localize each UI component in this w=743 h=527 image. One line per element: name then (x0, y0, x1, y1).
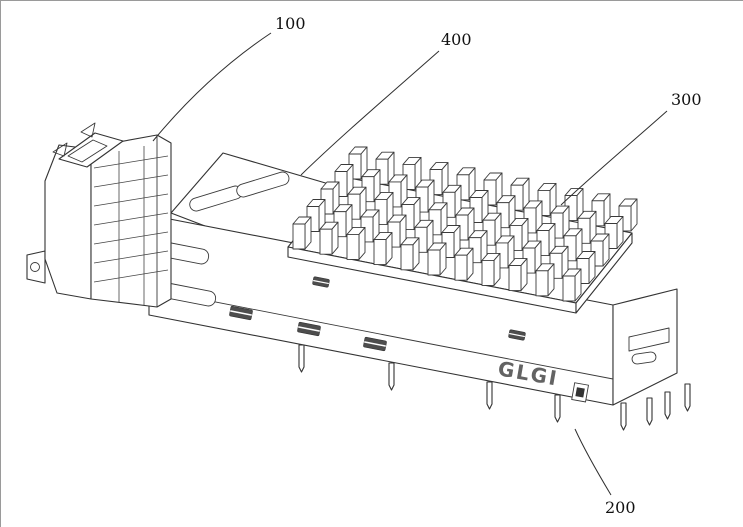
cage-right-flange (628, 327, 670, 352)
heatsink-pin-front (292, 223, 306, 250)
leader-line-200 (574, 428, 612, 496)
vent-slots (229, 276, 526, 352)
mounting-leg (664, 391, 671, 420)
heatsink-pin-front (481, 259, 495, 286)
mounting-legs-right (620, 383, 691, 431)
plug-top-window (58, 132, 124, 168)
leader-line-100 (152, 32, 272, 142)
heatsink-pin-front (508, 265, 522, 292)
ref-label-300: 300 (671, 90, 702, 109)
leader-lines (152, 32, 668, 496)
heatsink-pin-front (535, 270, 549, 297)
heatsink-pin-front (427, 249, 441, 276)
cage-skirt-edge (148, 288, 614, 380)
heatsink-clip (189, 171, 290, 212)
heatsink-pin-front (562, 275, 576, 302)
clip-loop (236, 171, 290, 198)
reference-labels: 100 400 300 200 (275, 14, 702, 517)
orientation-triangle (80, 122, 96, 138)
mounting-leg (388, 362, 395, 391)
heatsink-pin-array (292, 146, 638, 302)
orientation-triangle (52, 142, 68, 157)
mounting-leg (554, 394, 561, 423)
ref-label-400: 400 (441, 30, 472, 49)
heatsink-pin-front (373, 239, 387, 266)
latch-detail (571, 382, 589, 403)
heatsink-pin-front (400, 244, 414, 271)
heatsink-pin-front (454, 254, 468, 281)
flange-hole (30, 262, 40, 272)
ref-label-100: 100 (275, 14, 306, 33)
plug-body (90, 134, 172, 308)
mounting-leg (298, 344, 305, 373)
leader-line-400 (300, 50, 440, 176)
emi-gasket-fingers (93, 146, 169, 305)
connector-plug (26, 122, 172, 308)
mounting-leg (486, 381, 493, 410)
cage-right-slot (631, 351, 657, 365)
ref-label-200: 200 (605, 498, 636, 517)
heatsink-base-right (575, 232, 633, 314)
mounting-leg (684, 383, 691, 412)
heatsink (287, 146, 638, 314)
heatsink-pin-front (319, 228, 333, 255)
mounting-leg (646, 397, 653, 426)
leader-line-300 (560, 110, 668, 206)
plug-top-window-inner (67, 139, 108, 163)
heatsink-pin-front (346, 233, 360, 260)
mounting-legs-front (298, 344, 561, 423)
plug-left-cap (44, 144, 92, 300)
mounting-leg (620, 402, 627, 431)
